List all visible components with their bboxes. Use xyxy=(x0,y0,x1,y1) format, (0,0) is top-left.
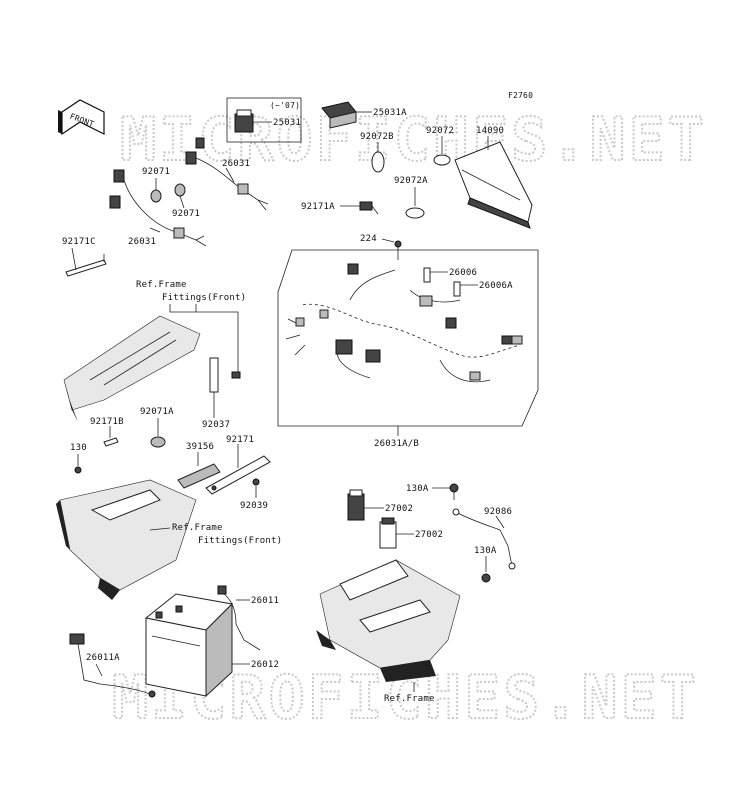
ref-frame-mid-line2: Fittings(Front) xyxy=(198,536,282,546)
figure-code: F2760 xyxy=(508,91,533,100)
fuse-26006-icon xyxy=(423,267,431,283)
inset-note: (~'07) xyxy=(270,101,300,110)
label-26031ab: 26031A/B xyxy=(374,439,419,449)
label-26012: 26012 xyxy=(251,660,279,670)
front-arrow-icon: FRONT xyxy=(58,99,105,136)
label-224: 224 xyxy=(360,234,377,244)
fuse-26006a-icon xyxy=(453,281,461,297)
main-harness-26031ab-icon xyxy=(285,263,523,383)
label-92072: 92072 xyxy=(426,126,454,136)
grommet-92071-top-icon xyxy=(150,189,162,203)
label-92071-bottom: 92071 xyxy=(172,209,200,219)
label-130a-bottom: 130A xyxy=(474,546,497,556)
label-26031-bottom: 26031 xyxy=(128,237,156,247)
grommet-92071a-icon xyxy=(150,436,166,448)
cable-26011-icon xyxy=(217,585,261,651)
ref-frame-bottom: Ref.Frame xyxy=(384,694,435,704)
label-92171a: 92171A xyxy=(301,202,335,212)
label-25031a: 25031A xyxy=(373,108,407,118)
label-92072b: 92072B xyxy=(360,132,394,142)
label-130a-top: 130A xyxy=(406,484,429,494)
label-39156: 39156 xyxy=(186,442,214,452)
label-92037: 92037 xyxy=(202,420,230,430)
label-26011: 26011 xyxy=(251,596,279,606)
clamp-92171a-icon xyxy=(359,201,379,215)
inset-box xyxy=(226,97,302,143)
label-92086: 92086 xyxy=(484,507,512,517)
ref-frame-mid-line1: Ref.Frame xyxy=(172,523,223,533)
relay-27002-a-icon xyxy=(347,489,365,521)
label-92171: 92171 xyxy=(226,435,254,445)
bolt-130a-bottom-icon xyxy=(481,566,491,583)
frame-mid-left-icon xyxy=(56,479,197,600)
label-26011a: 26011A xyxy=(86,653,120,663)
collar-92037-icon xyxy=(209,357,241,393)
label-130: 130 xyxy=(70,443,87,453)
clamp-92072a-icon xyxy=(405,207,425,219)
label-14090: 14090 xyxy=(476,126,504,136)
pad-39156-icon xyxy=(177,463,221,489)
label-26006: 26006 xyxy=(449,268,477,278)
screw-92039-icon xyxy=(252,478,260,486)
sub-harness-26031-bottom-icon xyxy=(109,169,207,247)
battery-26012-icon xyxy=(144,593,234,698)
cable-92086-icon xyxy=(452,508,516,570)
relay-27002-b-icon xyxy=(379,517,397,549)
label-92171b: 92171B xyxy=(90,417,124,427)
label-92071-top: 92071 xyxy=(142,167,170,177)
bolt-224-icon xyxy=(394,240,402,260)
sub-harness-26031-top-icon xyxy=(185,137,269,211)
label-25031: 25031 xyxy=(273,118,301,128)
clamp-92072b-icon xyxy=(371,151,385,173)
label-27002-b: 27002 xyxy=(415,530,443,540)
ref-frame-top-line2: Fittings(Front) xyxy=(162,293,246,303)
band-92072-icon xyxy=(433,154,451,166)
relay-25031-icon xyxy=(234,109,254,133)
frame-lower-right-icon xyxy=(316,559,461,682)
bracket-92171c-icon xyxy=(65,254,107,277)
label-26006a: 26006A xyxy=(479,281,513,291)
cable-26011a-icon xyxy=(69,633,156,698)
label-92072a: 92072A xyxy=(394,176,428,186)
cover-14090-icon xyxy=(454,141,533,229)
grommet-92071-bottom-icon xyxy=(174,183,186,197)
bracket-92171-icon xyxy=(205,455,271,495)
label-92039: 92039 xyxy=(240,501,268,511)
harness-box xyxy=(277,249,539,427)
bolt-130a-top-icon xyxy=(449,483,459,500)
label-92171c: 92171C xyxy=(62,237,96,247)
label-27002-a: 27002 xyxy=(385,504,413,514)
bolt-130-icon xyxy=(74,466,82,474)
watermark-top: MICROFICHES.NET xyxy=(120,105,707,175)
frame-fitting-front-icon xyxy=(63,315,201,422)
ref-frame-top-line1: Ref.Frame xyxy=(136,280,187,290)
label-26031-top: 26031 xyxy=(222,159,250,169)
clamp-92171b-icon xyxy=(103,437,119,447)
label-92071a: 92071A xyxy=(140,407,174,417)
